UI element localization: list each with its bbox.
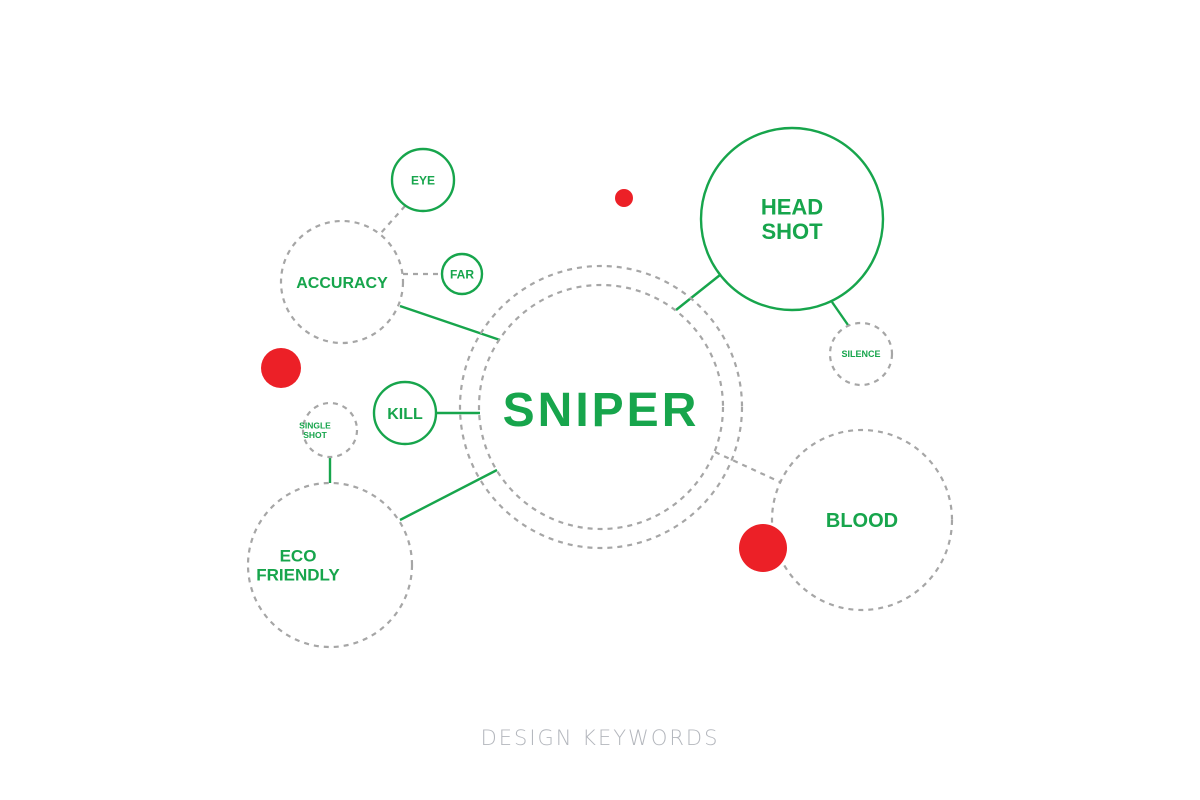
silence-node (828, 321, 894, 387)
eye-label: EYE (411, 173, 435, 187)
eco-friendly-node (246, 481, 414, 649)
eye-node (390, 147, 456, 213)
head-shot-connector (675, 274, 721, 311)
sniper-inner-ring (477, 283, 725, 531)
eco-friendly-connector (399, 468, 498, 522)
far-label: FAR (450, 267, 474, 281)
blood-node (770, 428, 954, 612)
accuracy-node (279, 219, 405, 345)
single-shot-label: SINGLE (299, 420, 331, 430)
sniper-outer-ring (458, 264, 744, 550)
red-dot-3 (739, 524, 787, 572)
far-node (440, 252, 484, 296)
eco-friendly-label: FRIENDLY (256, 566, 340, 585)
accuracy-label: ACCURACY (296, 275, 388, 292)
diagram-caption: DESIGN KEYWORDS (480, 726, 720, 750)
red-dot-1 (615, 189, 633, 207)
blood-connector (714, 451, 781, 483)
blood-label: BLOOD (826, 510, 898, 532)
eye-connector (379, 205, 406, 235)
accuracy-connector (399, 304, 501, 342)
sniper-label: SNIPER (503, 384, 700, 437)
single-shot-label: SHOT (303, 430, 327, 440)
kill-label: KILL (387, 406, 423, 423)
red-dot-2 (261, 348, 301, 388)
head-shot-label: HEAD (761, 195, 823, 220)
silence-label: SILENCE (841, 349, 880, 359)
kill-node (372, 380, 438, 446)
head-shot-label: SHOT (761, 219, 823, 244)
head-shot-node (699, 126, 885, 312)
single-shot-node (301, 401, 359, 459)
silence-connector (831, 301, 849, 326)
eco-friendly-label: ECO (280, 547, 317, 566)
